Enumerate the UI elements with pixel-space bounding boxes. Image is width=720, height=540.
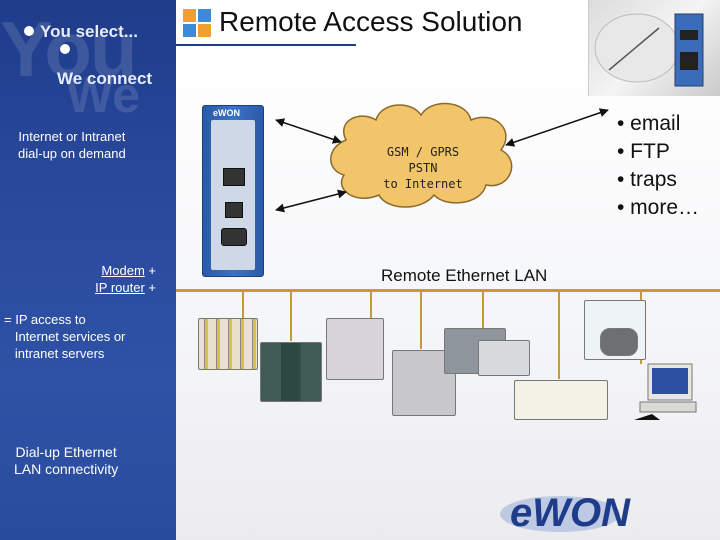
slogan-connect: We connect <box>57 69 153 88</box>
modem-router-note: Modem + IP router + <box>60 262 156 296</box>
arrow-cloud-services <box>505 108 609 147</box>
cloud-line-3: to Internet <box>383 177 462 191</box>
plc-rack <box>260 342 322 402</box>
computer-icon <box>634 363 697 420</box>
serial-port <box>221 228 247 246</box>
bus-drop <box>290 289 292 341</box>
dialup-ethernet-note: Dial-up Ethernet LAN connectivity <box>14 444 119 477</box>
io-terminal-block <box>198 318 258 370</box>
connection-diagram: GSM / GPRS PSTN to Internet <box>275 102 609 213</box>
device-brand: eWON <box>213 108 240 118</box>
device-photo <box>588 0 720 96</box>
ethernet-port <box>223 168 245 186</box>
router-link[interactable]: IP router <box>95 280 145 295</box>
plc-module <box>326 318 384 380</box>
plus-sign: + <box>148 280 156 295</box>
plus-sign: + <box>148 263 156 278</box>
slogan-dot-icon <box>24 26 34 36</box>
ewon-logo: eWON <box>500 491 631 535</box>
note-internet-dialup: Internet or Intranet dial-up on demand <box>18 129 126 161</box>
service-more: • more… <box>617 196 700 219</box>
watermark-we: We <box>66 67 141 123</box>
modem-link[interactable]: Modem <box>101 263 145 278</box>
bus-drop <box>482 289 484 329</box>
windows-flag-icon <box>183 9 211 37</box>
services-list: • email • FTP • traps • more… <box>617 110 699 222</box>
device-photo-drawing <box>594 13 704 87</box>
slogan-dot-icon <box>60 44 70 54</box>
service-email: • email <box>617 112 681 135</box>
ethernet-port <box>225 202 243 218</box>
cloud-line-2: PSTN <box>409 161 438 175</box>
bus-drop <box>558 289 560 379</box>
service-traps: • traps <box>617 168 677 191</box>
cloud-shape <box>330 102 513 208</box>
ewon-device: eWON <box>202 105 264 277</box>
cloud-line-1: GSM / GPRS <box>387 145 459 159</box>
bus-drop <box>420 289 422 349</box>
arrow-device-cloud-top <box>275 118 342 144</box>
title-underline <box>176 44 356 46</box>
ethernet-bus <box>176 289 720 292</box>
slogan-select: You select... <box>40 22 138 41</box>
ewon-logo-text: eWON <box>510 491 631 535</box>
plc-cards <box>478 340 530 376</box>
plc-white-unit <box>514 380 608 420</box>
bus-drop <box>242 289 244 319</box>
service-ftp: • FTP <box>617 140 670 163</box>
page-title: Remote Access Solution <box>219 6 523 37</box>
network-camera <box>600 328 638 356</box>
sidebar: You We You select... We connect Internet… <box>0 0 176 540</box>
lan-label: Remote Ethernet LAN <box>381 266 548 285</box>
ip-access-note: = IP access to Internet services or intr… <box>4 312 126 361</box>
bus-drop <box>370 289 372 319</box>
arrow-device-cloud-bottom <box>275 189 347 213</box>
